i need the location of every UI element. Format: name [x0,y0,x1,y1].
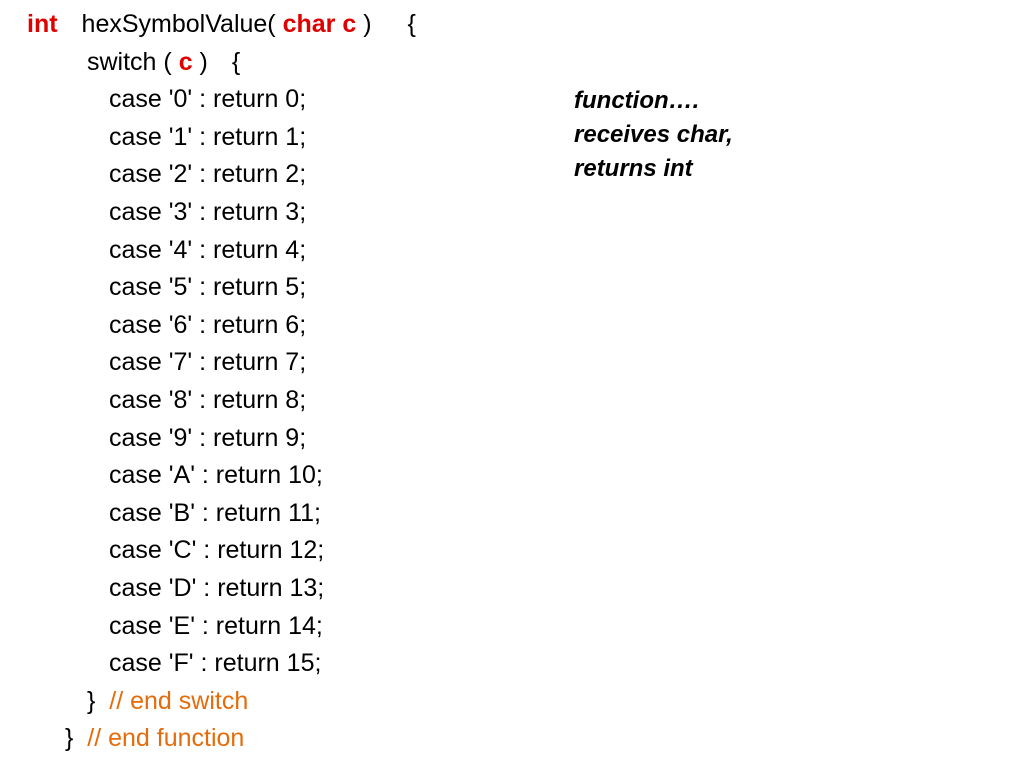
switch-line: switch ( c ) { [27,44,416,82]
case-line: case 'C' : return 12; [109,536,325,565]
return-type-keyword: int [27,10,58,38]
function-header-line: int hexSymbolValue( char c ) { [27,6,416,44]
function-name: hexSymbolValue( [81,10,276,38]
case-line: case 'A' : return 10; [109,461,323,490]
case-line: case 'D' : return 13; [109,573,325,602]
case-line: case '2' : return 2; [109,160,307,189]
end-function-brace: } [65,724,74,753]
case-line: case '9' : return 9; [109,423,307,452]
note-line: returns int [574,155,693,182]
case-line: case '0' : return 0; [109,85,307,114]
case-line: case '3' : return 3; [109,197,307,226]
end-switch-brace: } [87,686,96,715]
case-line: case '1' : return 1; [109,122,307,151]
switch-close-paren: ) [199,47,208,76]
end-switch-comment: // end switch [109,686,249,715]
switch-keyword: switch ( [87,47,172,76]
code-block: int hexSymbolValue( char c ) { switch ( c … [27,6,416,758]
switch-var: c [178,47,193,76]
case-line: case 'E' : return 14; [109,611,323,640]
switch-open-brace: { [231,47,241,76]
case-line: case '4' : return 4; [109,235,307,264]
header-close-paren: ) [363,10,372,38]
case-line: case '5' : return 5; [109,273,307,302]
end-switch-line: } // end switch [27,683,416,721]
case-line: case '8' : return 8; [109,385,307,414]
case-line: case 'B' : return 11; [109,498,321,527]
param-type-keyword: char c [282,10,357,38]
end-function-line: } // end function [27,720,416,758]
note-line: function…. [574,87,700,114]
case-list: case '0' : return 0; case '1' : return 1;… [27,81,416,683]
header-open-brace: { [407,10,416,38]
annotation-note: function…. receives char, returns int [574,84,733,186]
case-line: case '6' : return 6; [109,310,307,339]
end-function-comment: // end function [87,724,245,753]
case-line: case '7' : return 7; [109,348,307,377]
note-line: receives char, [574,121,733,148]
case-line: case 'F' : return 15; [109,649,322,678]
